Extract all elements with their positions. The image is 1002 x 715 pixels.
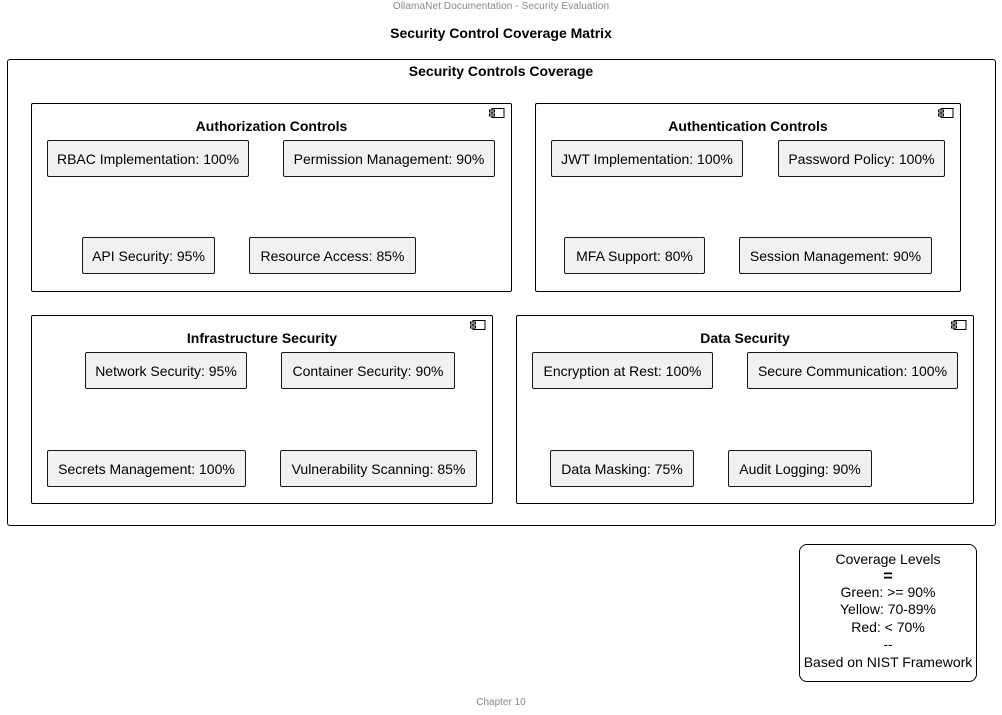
legend-divider: --: [883, 636, 893, 653]
outer-frame-title: Security Controls Coverage: [408, 63, 594, 79]
control-item: Secure Communication: 100%: [747, 352, 958, 389]
legend-note: Coverage Levels = Green: >= 90% Yellow: …: [799, 544, 977, 682]
group-title: Infrastructure Security: [186, 330, 338, 346]
control-item: Vulnerability Scanning: 85%: [280, 450, 477, 487]
legend-title: Coverage Levels: [835, 551, 941, 567]
control-item: JWT Implementation: 100%: [551, 140, 743, 177]
control-item: RBAC Implementation: 100%: [47, 140, 249, 177]
component-icon: [951, 320, 967, 330]
page-footer: Chapter 10: [476, 697, 526, 708]
group-title: Data Security: [700, 330, 790, 346]
legend-line: Red: < 70%: [851, 618, 925, 635]
control-item: Data Masking: 75%: [550, 450, 694, 487]
control-item: Session Management: 90%: [739, 237, 932, 274]
control-item: Secrets Management: 100%: [47, 450, 246, 487]
legend-line: Yellow: 70-89%: [840, 601, 936, 618]
component-icon: [489, 108, 505, 118]
control-item: Resource Access: 85%: [249, 237, 416, 274]
legend-note-text: Based on NIST Framework: [803, 653, 973, 670]
component-icon: [938, 108, 954, 118]
control-item: Permission Management: 90%: [283, 140, 495, 177]
diagram-title: Security Control Coverage Matrix: [390, 25, 612, 41]
legend-line: Green: >= 90%: [840, 583, 936, 600]
control-item: API Security: 95%: [82, 237, 215, 274]
control-item: Network Security: 95%: [85, 352, 247, 389]
group-title: Authentication Controls: [668, 118, 828, 134]
legend-separator: =: [883, 567, 893, 585]
control-item: Container Security: 90%: [281, 352, 455, 389]
outer-frame: [7, 59, 996, 526]
control-item: Password Policy: 100%: [778, 140, 945, 177]
control-item: Encryption at Rest: 100%: [532, 352, 713, 389]
control-item: MFA Support: 80%: [564, 237, 705, 274]
group-title: Authorization Controls: [195, 118, 348, 134]
control-item: Audit Logging: 90%: [728, 450, 872, 487]
page-header: OllamaNet Documentation - Security Evalu…: [392, 1, 610, 12]
component-icon: [470, 320, 486, 330]
